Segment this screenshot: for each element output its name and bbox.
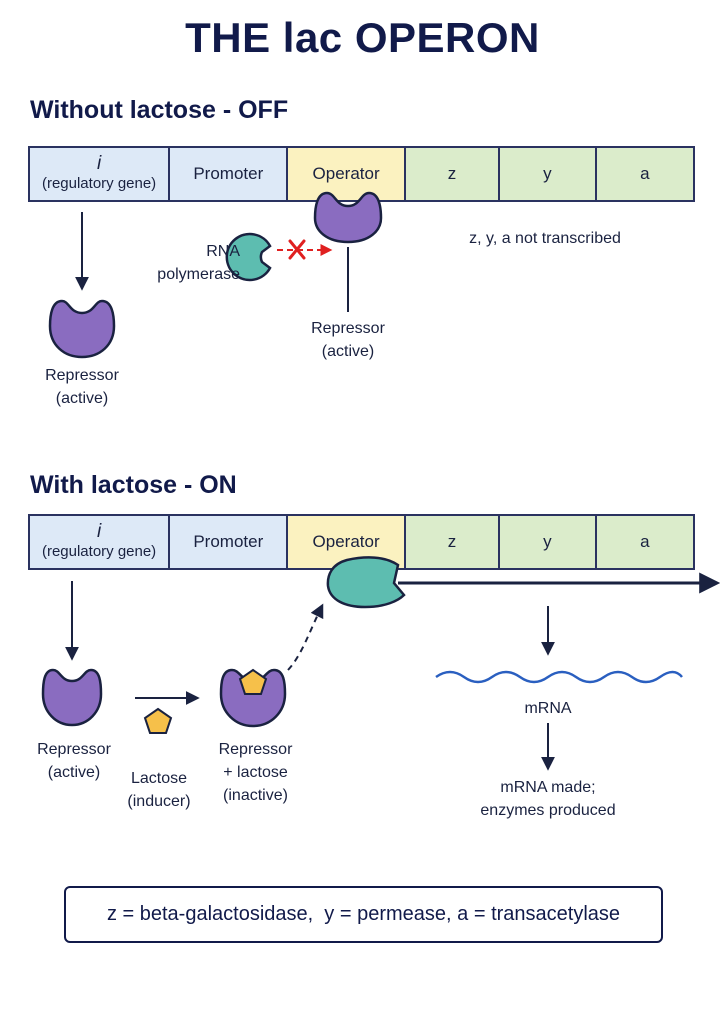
off-repressor-bound-label: Repressor (active) <box>288 317 408 363</box>
off-repressor-left-label: Repressor (active) <box>22 364 142 410</box>
on-gene-y: y <box>500 516 597 568</box>
on-lactose-label-line1: Lactose <box>130 770 188 787</box>
on-result-label-line2: enzymes produced <box>480 802 616 819</box>
off-gene-promoter: Promoter <box>170 148 289 200</box>
page-title: THE lac OPERON <box>185 14 540 61</box>
on-mrna-label: mRNA <box>524 700 572 717</box>
on-gene-bar: i (regulatory gene) Promoter Operator z … <box>28 514 695 570</box>
off-gene-operator: Operator <box>288 148 406 200</box>
on-gene-i-subtitle: (regulatory gene) <box>41 543 157 560</box>
on-result-label: mRNA made; enzymes produced <box>458 776 638 822</box>
off-repressor-left-label-line1: Repressor <box>45 367 119 384</box>
on-gene-a: a <box>596 516 693 568</box>
on-lactose-label: Lactose (inducer) <box>104 767 214 813</box>
off-gene-a: a <box>596 148 693 200</box>
on-rna-polymerase-shape <box>326 556 406 609</box>
off-repressor-bound-label-line1: Repressor <box>311 320 385 337</box>
off-rna-polymerase-label: RNA polymerase <box>130 240 240 286</box>
on-lactose-shape <box>143 707 173 734</box>
on-repressor-label-line1: Repressor <box>37 741 111 758</box>
on-gene-i-letter: i <box>96 521 102 542</box>
on-gene-z: z <box>405 516 501 568</box>
on-gene-promoter: Promoter <box>170 516 289 568</box>
off-rna-polymerase-label-line1: RNA <box>206 243 240 260</box>
off-section-heading: Without lactose - OFF <box>30 96 289 124</box>
off-repressor-bound-label-line2: (active) <box>321 343 375 360</box>
off-repressor-left-label-line2: (active) <box>55 390 109 407</box>
off-gene-i-subtitle: (regulatory gene) <box>41 175 157 192</box>
on-section-heading: With lactose - ON <box>30 471 237 499</box>
on-result-label-line1: mRNA made; <box>500 779 596 796</box>
off-rna-polymerase-label-line2: polymerase <box>157 266 240 283</box>
on-lactose-label-line2: (inducer) <box>127 793 191 810</box>
gene-legend-box: z = beta-galactosidase, y = permease, a … <box>64 886 663 943</box>
off-gene-y: y <box>500 148 597 200</box>
on-repressor-label-line2: (active) <box>47 764 101 781</box>
on-repressor-label: Repressor (active) <box>14 738 134 784</box>
gene-legend-text: z = beta-galactosidase, y = permease, a … <box>106 903 621 925</box>
off-not-transcribed-note: z, y, a not transcribed <box>469 230 621 247</box>
on-complex-label-line1: Repressor <box>218 741 293 758</box>
off-blocked-x-icon <box>288 239 306 260</box>
off-rna-polymerase-shape <box>225 232 272 282</box>
off-gene-z: z <box>405 148 501 200</box>
on-release-dashed-arrow <box>287 603 324 671</box>
on-gene-i: i (regulatory gene) <box>30 516 171 568</box>
on-complex-label: Repressor + lactose (inactive) <box>198 738 313 807</box>
off-repressor-left-shape <box>48 299 116 359</box>
off-gene-bar: i (regulatory gene) Promoter Operator z … <box>28 146 695 202</box>
on-complex-label-line3: (inactive) <box>223 787 288 804</box>
off-gene-i: i (regulatory gene) <box>30 148 171 200</box>
on-complex-label-line2: + lactose <box>223 764 288 781</box>
on-repressor-shape <box>41 668 103 727</box>
on-mrna-wave <box>435 670 683 684</box>
on-complex-lactose-shape <box>238 668 268 695</box>
off-repressor-bound-shape <box>313 191 383 244</box>
off-gene-i-letter: i <box>96 153 102 174</box>
